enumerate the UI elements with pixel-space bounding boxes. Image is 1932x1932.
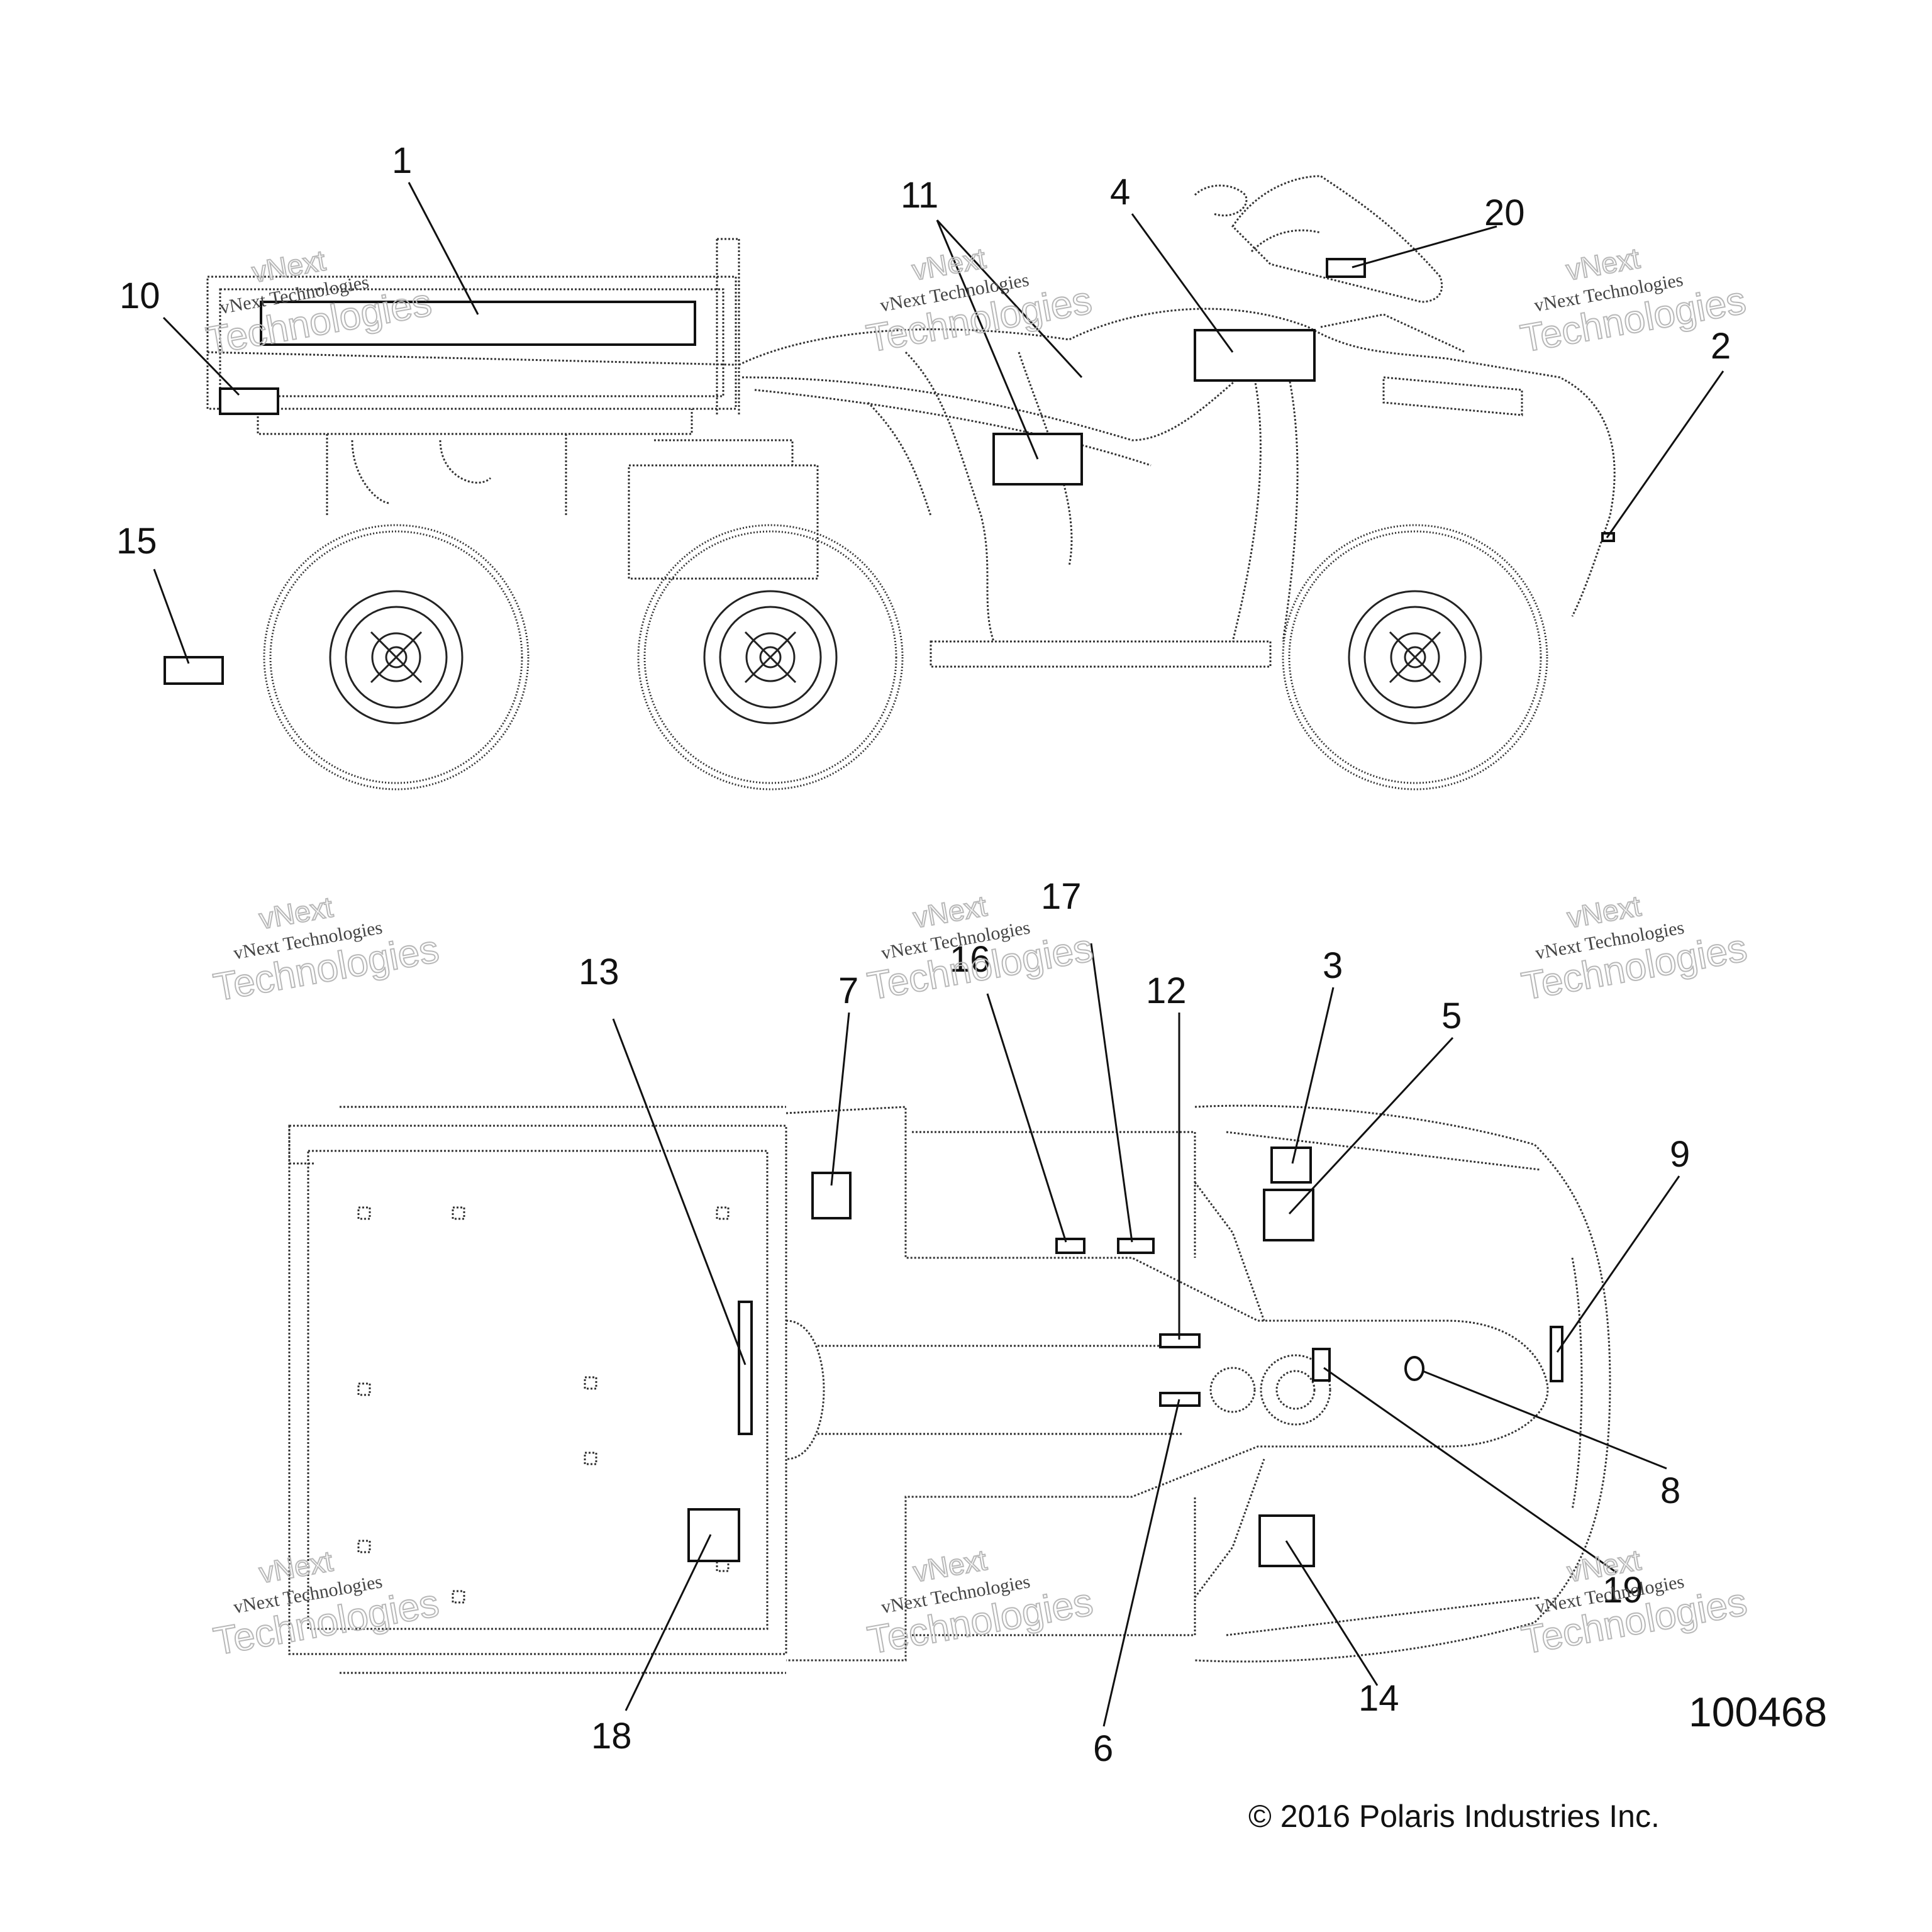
- leader-lines: [153, 182, 1724, 1727]
- callout-5: 5: [1441, 996, 1462, 1036]
- callout-8: 8: [1660, 1470, 1680, 1511]
- callout-3: 3: [1323, 945, 1343, 986]
- callout-16: 16: [950, 939, 991, 980]
- chassis-side: [351, 308, 1616, 668]
- callout-9: 9: [1670, 1134, 1690, 1175]
- callout-labels: 1 2 3 4 5 6 7 8 9 10 11 12 13 14 15 16 1…: [116, 140, 1731, 1769]
- decal-20[interactable]: [1326, 258, 1366, 278]
- rear-wheel-1: [263, 524, 530, 791]
- callout-14: 14: [1358, 1678, 1399, 1719]
- callout-17: 17: [1041, 876, 1082, 917]
- side-view: [164, 175, 1616, 791]
- decal-9[interactable]: [1550, 1326, 1563, 1382]
- callout-6: 6: [1093, 1728, 1113, 1769]
- decal-19[interactable]: [1312, 1348, 1331, 1382]
- decal-17[interactable]: [1117, 1238, 1155, 1254]
- decal-15[interactable]: [164, 656, 224, 685]
- callout-1: 1: [392, 140, 412, 181]
- cargo-box-side: [206, 238, 740, 516]
- decal-16[interactable]: [1055, 1238, 1085, 1254]
- decal-5[interactable]: [1263, 1189, 1314, 1241]
- copyright-notice: © 2016 Polaris Industries Inc.: [1248, 1799, 1660, 1834]
- callout-11: 11: [901, 175, 938, 216]
- callout-2: 2: [1711, 326, 1731, 367]
- callout-20: 20: [1484, 192, 1525, 233]
- rear-wheel-2: [637, 524, 904, 791]
- callout-10: 10: [119, 275, 160, 316]
- tie-down-points: [357, 1206, 730, 1604]
- callout-13: 13: [579, 952, 619, 992]
- callout-18: 18: [591, 1716, 632, 1757]
- decal-13[interactable]: [738, 1301, 753, 1435]
- callout-7: 7: [838, 970, 858, 1011]
- decal-4[interactable]: [1194, 329, 1316, 382]
- watermarks: vNext Technologies vNext Technologies vN…: [203, 241, 1751, 1664]
- callout-15: 15: [116, 521, 157, 562]
- handlebar-pod-side: [1194, 175, 1443, 303]
- front-wheel: [1282, 524, 1548, 791]
- decal-7[interactable]: [811, 1172, 852, 1219]
- cargo-box-top: [288, 1106, 787, 1674]
- decal-10[interactable]: [219, 387, 279, 415]
- decal-6[interactable]: [1159, 1392, 1201, 1407]
- decal-18[interactable]: [687, 1508, 740, 1562]
- decal-8[interactable]: [1404, 1356, 1424, 1381]
- decal-1[interactable]: [260, 301, 696, 346]
- decal-11[interactable]: [992, 433, 1083, 486]
- figure-code: 100468: [1689, 1689, 1827, 1735]
- decal-3[interactable]: [1270, 1146, 1312, 1184]
- callout-12: 12: [1146, 970, 1187, 1011]
- chassis-top: [786, 1104, 1611, 1663]
- top-view: [288, 1104, 1611, 1674]
- callout-4: 4: [1110, 172, 1130, 213]
- callout-19: 19: [1602, 1570, 1643, 1611]
